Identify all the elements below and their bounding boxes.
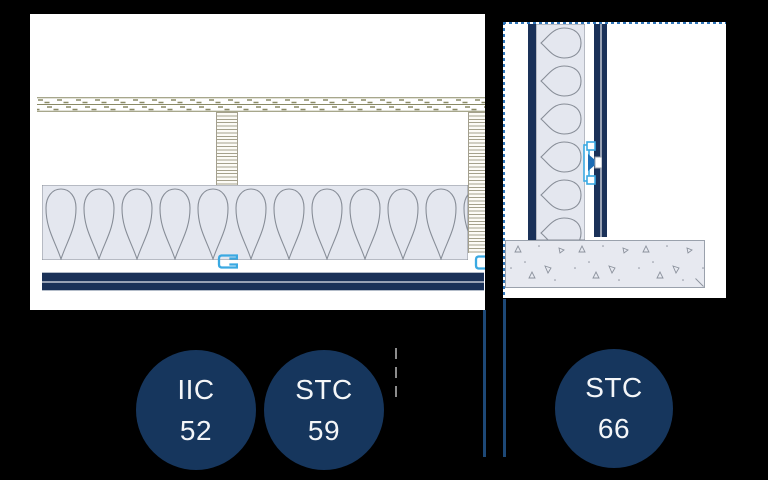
gypsum-layer-joint [600, 24, 602, 237]
section-cut-dashed-line-top [503, 22, 726, 24]
assembly-divider-line-left [483, 310, 486, 457]
rating-badge-stc-floor: STC 59 [264, 350, 384, 470]
double-gypsum-wall-layer [594, 24, 607, 237]
wall-assembly-drawing [503, 22, 726, 298]
double-gypsum-ceiling-layer [42, 272, 484, 291]
rim-joist [468, 112, 485, 253]
resilient-channel-icon [217, 254, 238, 269]
concrete-slab [505, 240, 705, 288]
section-cut-dashed-line-left [503, 22, 505, 298]
break-line-dashed [395, 348, 397, 398]
gypsum-layer-joint [42, 281, 484, 283]
rating-label: STC [295, 373, 353, 405]
floor-sheathing-layer [37, 97, 485, 112]
sound-isolation-clip-icon [583, 141, 602, 185]
rating-label: STC [585, 372, 643, 403]
rating-value: 66 [597, 413, 631, 444]
batt-insulation-wall [536, 24, 585, 240]
rating-badge-iic: IIC 52 [136, 350, 256, 470]
wall-stud-layer [528, 24, 536, 240]
floor-ceiling-assembly-drawing [30, 14, 485, 310]
rating-label: IIC [177, 373, 215, 405]
assembly-divider-line-right [503, 299, 506, 457]
resilient-channel-icon [474, 255, 485, 270]
batt-insulation-floor [42, 185, 468, 260]
rating-value: 59 [307, 414, 341, 446]
rating-badge-stc-wall: STC 66 [555, 349, 673, 468]
rating-value: 52 [179, 414, 213, 446]
